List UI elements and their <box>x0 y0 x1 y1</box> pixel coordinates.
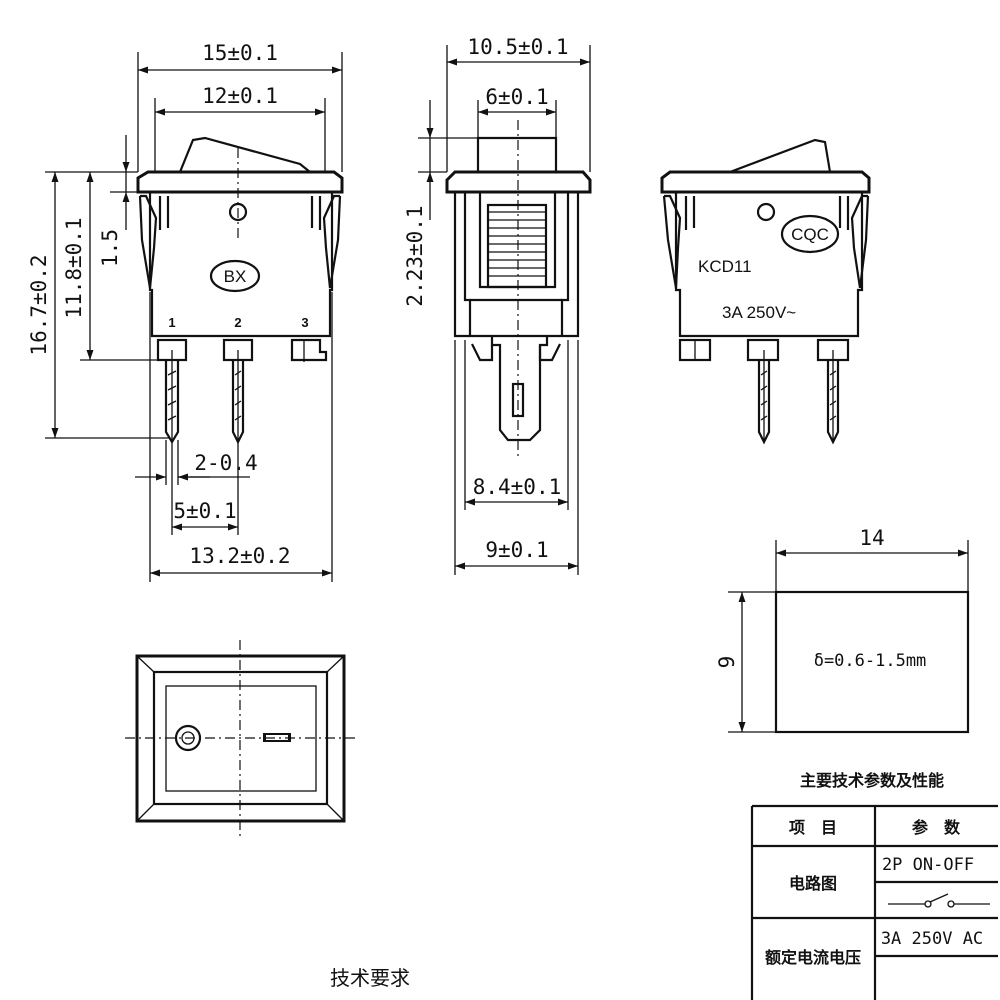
dim-side-height: 2.23±0.1 <box>403 205 427 306</box>
front-body <box>148 192 334 338</box>
top-view <box>125 640 356 838</box>
spec-row-2-value: 3A 250V AC <box>881 929 983 949</box>
side-body <box>453 192 580 338</box>
footer-title: 技术要求 <box>330 966 410 990</box>
pin-3-block <box>290 338 328 362</box>
cqc-mark: CQC <box>791 225 829 244</box>
bx-mark: BX <box>224 267 247 286</box>
circuit-symbol-icon <box>888 893 990 908</box>
side-view <box>445 120 592 460</box>
front-view-dims: 15±0.1 12±0.1 16.7±0.2 11.8±0.1 1.5 2-0.… <box>27 41 343 582</box>
spec-table-title: 主要技术参数及性能 <box>800 771 944 790</box>
dim-pin-thickness: 2-0.4 <box>194 451 257 475</box>
dim-base-width: 9±0.1 <box>485 538 548 562</box>
spec-header-value: 参 数 <box>912 818 961 837</box>
front-view: BX 1 2 3 <box>136 136 344 445</box>
front-right-clip <box>310 194 342 289</box>
dim-total-height: 16.7±0.2 <box>27 254 51 355</box>
dim-flange: 1.5 <box>98 229 122 267</box>
side-terminal-tab <box>490 336 549 442</box>
cutout-thickness: δ=0.6-1.5mm <box>814 651 927 671</box>
side-view-dims: 10.5±0.1 6±0.1 2.23±0.1 8.4±0.1 9±0.1 <box>403 35 591 575</box>
pin-2-label: 2 <box>234 315 241 330</box>
rear-view: CQC KCD11 3A 250V~ <box>660 138 871 445</box>
side-grille <box>486 203 548 289</box>
dim-cutout-width: 14 <box>859 526 884 550</box>
spec-header-item: 项 目 <box>789 818 837 837</box>
spec-table: 主要技术参数及性能 项 目 参 数 电路图 2P ON-OFF 额定电流电压 3… <box>750 771 998 1000</box>
front-flange <box>136 170 344 194</box>
dim-outer-width: 15±0.1 <box>202 41 278 65</box>
dim-overall-bottom: 13.2±0.2 <box>189 544 290 568</box>
rear-model-label: KCD11 <box>698 257 752 276</box>
pin-1-label: 1 <box>168 315 175 330</box>
rear-body <box>674 192 864 338</box>
spec-row-1-item: 电路图 <box>789 874 837 893</box>
bx-mark-ellipse <box>209 259 261 293</box>
dim-inner-width: 12±0.1 <box>202 84 278 108</box>
dim-rocker-width: 6±0.1 <box>485 85 548 109</box>
rear-led-circle <box>756 202 776 222</box>
front-left-clip <box>138 194 170 289</box>
rear-rocker <box>729 138 832 174</box>
rear-rating-label: 3A 250V~ <box>722 303 796 322</box>
dim-pin-pitch: 5±0.1 <box>173 499 236 523</box>
pin-3-label: 3 <box>301 315 308 330</box>
spec-row-2-item: 额定电流电压 <box>765 948 861 967</box>
rear-flange <box>660 170 871 194</box>
dim-body-width: 8.4±0.1 <box>473 475 562 499</box>
spec-row-1-value: 2P ON-OFF <box>882 855 974 875</box>
front-rocker <box>178 136 311 173</box>
side-flange <box>445 170 592 194</box>
dim-cutout-height: 9 <box>715 656 739 669</box>
cutout-rect <box>774 590 970 734</box>
dim-top-width: 10.5±0.1 <box>467 35 568 59</box>
dim-body-height: 11.8±0.1 <box>62 217 86 318</box>
panel-cutout: 14 9 δ=0.6-1.5mm <box>715 526 970 734</box>
side-rocker <box>476 136 558 172</box>
cqc-mark-ellipse <box>780 214 840 254</box>
